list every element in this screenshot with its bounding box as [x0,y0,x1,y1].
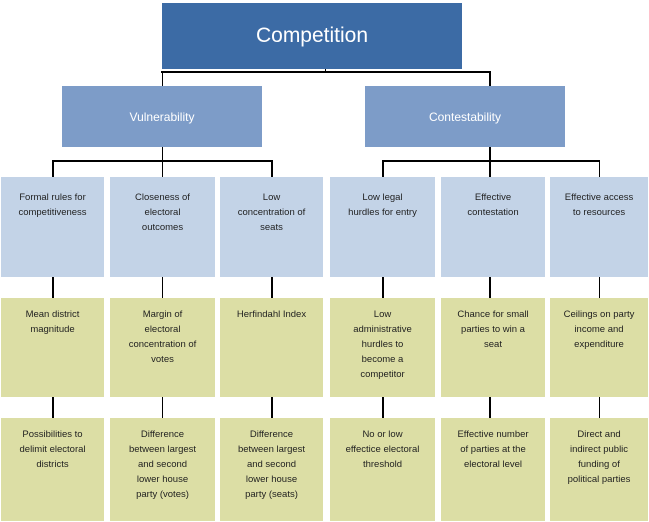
criterion-box: Low concentration of seats [220,177,323,277]
connector-col1-detail [52,397,54,418]
connector-col1-indicator [52,277,54,298]
connector-col4-indicator [382,277,384,298]
criterion-box: Low legal hurdles for entry [330,177,435,277]
connector-col6-detail [598,397,600,418]
indicator-box: Herfindahl Index [220,298,323,397]
detail-box: No or low effectice electoral threshold [330,418,435,521]
branch-box-contestability: Contestability [365,86,565,147]
connector-drop-col4 [382,160,384,177]
connector-col3-indicator [271,277,273,298]
connector-col2-indicator [161,277,163,298]
connector-drop-col3 [271,160,273,177]
connector-drop-col5 [489,160,491,177]
detail-box: Difference between largest and second lo… [220,418,323,521]
indicator-box: Low administrative hurdles to become a c… [330,298,435,397]
connector-col5-detail [489,397,491,418]
criterion-box: Formal rules for competitiveness [1,177,104,277]
connector-col4-detail [382,397,384,418]
connector-col5-indicator [489,277,491,298]
indicator-box: Ceilings on party income and expenditure [550,298,648,397]
connector-root-horizontal [161,71,490,73]
branch-label: Vulnerability [129,109,195,124]
connector-drop-col1 [52,160,54,177]
criterion-box: Closeness of electoral outcomes [110,177,215,277]
connector-cont-horizontal [382,160,599,162]
indicator-box: Margin of electoral concentration of vot… [110,298,215,397]
connector-col6-indicator [598,277,600,298]
connector-drop-col2 [161,160,163,177]
connector-drop-vulnerability [161,71,163,86]
criterion-box: Effective access to resources [550,177,648,277]
connector-vuln-stub [161,147,163,161]
connector-cont-stub [489,147,491,161]
detail-box: Difference between largest and second lo… [110,418,215,521]
connector-root-stub [324,69,326,72]
root-box-competition: Competition [162,3,462,69]
detail-box: Direct and indirect public funding of po… [550,418,648,521]
branch-box-vulnerability: Vulnerability [62,86,262,147]
detail-box: Possibilities to delimit electoral distr… [1,418,104,521]
criterion-box: Effective contestation [441,177,545,277]
root-label: Competition [255,24,369,47]
connector-drop-col6 [598,160,600,177]
connector-col2-detail [161,397,163,418]
detail-box: Effective number of parties at the elect… [441,418,545,521]
connector-drop-contestability [489,71,491,86]
indicator-box: Chance for small parties to win a seat [441,298,545,397]
indicator-box: Mean district magnitude [1,298,104,397]
branch-label: Contestability [428,109,502,124]
connector-col3-detail [271,397,273,418]
